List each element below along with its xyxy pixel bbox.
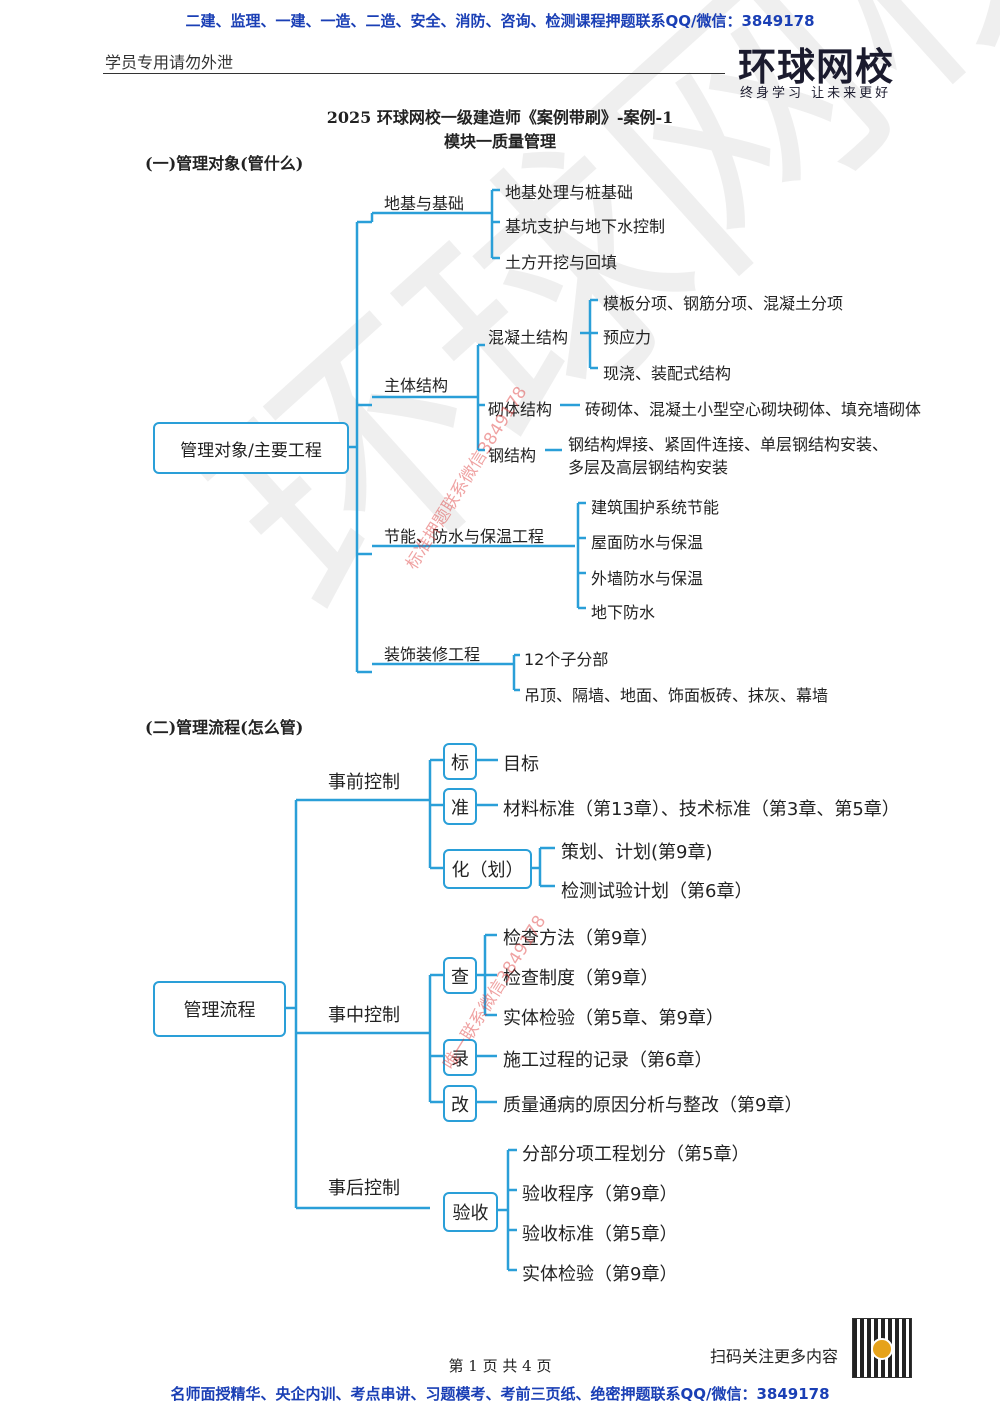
branch-main-structure[interactable]: 主体结构 (384, 376, 449, 395)
root-node-label: 管理流程 (183, 1000, 256, 1021)
key-box-standard[interactable]: 准 (443, 788, 477, 825)
key-label: 查 (451, 966, 469, 988)
key-box-check[interactable]: 查 (443, 957, 477, 994)
phase-in-process-control[interactable]: 事中控制 (328, 1005, 400, 1026)
leaf-node[interactable]: 现浇、装配式结构 (603, 364, 732, 383)
key-box-target[interactable]: 标 (443, 743, 477, 780)
header-rule (103, 73, 725, 74)
brand-logo: 环球网校 (738, 45, 895, 89)
leaf-node[interactable]: 实体检验（第5章、第9章） (503, 1008, 724, 1029)
confidential-notice: 学员专用请勿外泄 (105, 53, 234, 72)
leaf-node[interactable]: 检查制度（第9章） (503, 968, 659, 989)
key-label: 录 (451, 1048, 469, 1070)
leaf-node[interactable]: 地基处理与桩基础 (505, 183, 634, 202)
leaf-node[interactable]: 质量通病的原因分析与整改（第9章） (503, 1095, 803, 1116)
leaf-node[interactable]: 施工过程的记录（第6章） (503, 1050, 713, 1071)
leaf-node[interactable]: 基坑支护与地下水控制 (505, 217, 666, 236)
leaf-node[interactable]: 分部分项工程划分（第5章） (522, 1144, 750, 1165)
root-node-management-objects[interactable]: 管理对象/主要工程 (153, 422, 349, 474)
key-label: 标 (451, 752, 469, 774)
brand-slogan: 终身学习 让未来更好 (740, 86, 892, 101)
page-number: 第 1 页 共 4 页 (448, 1357, 552, 1375)
section2-heading: (二)管理流程(怎么管) (145, 718, 304, 737)
phase-pre-control[interactable]: 事前控制 (328, 772, 400, 793)
leaf-node[interactable]: 吊顶、隔墙、地面、饰面板砖、抹灰、幕墙 (524, 686, 829, 705)
key-box-acceptance[interactable]: 验收 (443, 1192, 498, 1232)
sub-branch-steel[interactable]: 钢结构 (488, 446, 537, 465)
leaf-node[interactable]: 目标 (503, 754, 539, 775)
leaf-node[interactable]: 检查方法（第9章） (503, 928, 659, 949)
leaf-node[interactable]: 检测试验计划（第6章） (561, 881, 753, 902)
leaf-node[interactable]: 砖砌体、混凝土小型空心砌块砌体、填充墙砌体 (585, 400, 922, 419)
key-label: 验收 (452, 1203, 489, 1224)
sub-branch-concrete[interactable]: 混凝土结构 (488, 328, 569, 347)
leaf-node[interactable]: 材料标准（第13章）、技术标准（第3章、第5章） (503, 799, 900, 820)
leaf-node[interactable]: 12个子分部 (524, 650, 609, 669)
root-node-management-process[interactable]: 管理流程 (153, 981, 286, 1037)
top-banner[interactable]: 二建、监理、一建、一造、二造、安全、消防、咨询、检测课程押题联系QQ/微信：38… (185, 12, 815, 30)
root-node-label: 管理对象/主要工程 (180, 440, 322, 461)
branch-energy-waterproofing[interactable]: 节能、防水与保温工程 (384, 527, 545, 546)
branch-foundation[interactable]: 地基与基础 (384, 194, 465, 213)
key-label: 改 (451, 1094, 469, 1116)
qr-logo-icon (871, 1338, 893, 1360)
leaf-node[interactable]: 验收程序（第9章） (522, 1184, 678, 1205)
key-box-rectify[interactable]: 改 (443, 1085, 477, 1122)
leaf-node[interactable]: 实体检验（第9章） (522, 1264, 678, 1285)
leaf-node[interactable]: 外墙防水与保温 (591, 569, 704, 588)
phase-post-control[interactable]: 事后控制 (328, 1178, 400, 1199)
section1-heading: (一)管理对象(管什么) (145, 154, 304, 173)
leaf-node[interactable]: 验收标准（第5章） (522, 1224, 678, 1245)
leaf-node[interactable]: 地下防水 (591, 603, 656, 622)
leaf-node[interactable]: 钢结构焊接、紧固件连接、单层钢结构安装、 (568, 435, 889, 454)
bottom-banner[interactable]: 名师面授精华、央企内训、考点串讲、习题模考、考前三页纸、绝密押题联系QQ/微信：… (170, 1385, 830, 1403)
doc-subtitle: 模块一质量管理 (443, 132, 556, 151)
key-box-plan[interactable]: 化（划） (443, 849, 532, 889)
doc-title: 2025 环球网校一级建造师《案例带刷》-案例-1 (326, 108, 674, 127)
leaf-node[interactable]: 建筑围护系统节能 (591, 498, 720, 517)
scan-prompt: 扫码关注更多内容 (710, 1347, 839, 1366)
leaf-node[interactable]: 多层及高层钢结构安装 (568, 458, 729, 477)
leaf-node[interactable]: 屋面防水与保温 (591, 533, 704, 552)
sub-branch-masonry[interactable]: 砌体结构 (488, 400, 553, 419)
leaf-node[interactable]: 土方开挖与回填 (505, 253, 618, 272)
key-label: 准 (451, 797, 469, 819)
key-label: 化（划） (451, 860, 524, 881)
leaf-node[interactable]: 模板分项、钢筋分项、混凝土分项 (603, 294, 844, 313)
branch-decoration[interactable]: 装饰装修工程 (384, 645, 481, 664)
leaf-node[interactable]: 策划、计划(第9章) (561, 842, 713, 863)
key-box-record[interactable]: 录 (443, 1039, 477, 1076)
leaf-node[interactable]: 预应力 (603, 328, 652, 347)
